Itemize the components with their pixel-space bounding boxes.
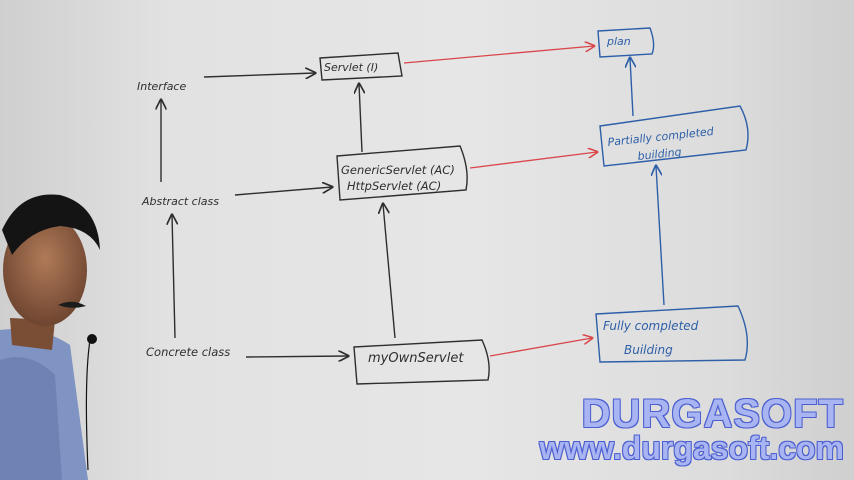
fully-line1: Fully completed	[603, 319, 699, 333]
myown-servlet-box	[353, 339, 490, 385]
generic-servlet-box	[336, 145, 468, 201]
partial-line1: Partially completed	[607, 125, 715, 149]
presenter-face	[3, 214, 87, 326]
partial-line2: building	[637, 145, 682, 163]
red-arrow-myown-to-fully	[489, 338, 592, 357]
myown-servlet-label: myOwnServlet	[368, 351, 464, 366]
plan-box	[597, 27, 655, 58]
generic-servlet-label: GenericServlet (AC)	[341, 163, 455, 177]
presenter-moustache	[58, 301, 86, 308]
presenter-hair	[2, 194, 100, 255]
concrete-class-label: Concrete class	[146, 345, 230, 359]
presenter-mic	[87, 334, 97, 344]
red-arrow-servlet-to-plan	[403, 46, 594, 64]
arrow-concrete-to-abstract	[172, 215, 175, 339]
partial-building-box	[599, 105, 749, 167]
arrow-generic-to-servlet	[359, 84, 362, 153]
arrow-concrete-to-myown	[245, 356, 348, 357]
fully-building-box	[595, 305, 748, 363]
http-servlet-label: HttpServlet (AC)	[347, 179, 441, 193]
presenter-neck	[10, 318, 55, 350]
arrow-interface-to-servlet	[203, 73, 315, 77]
plan-label: plan	[606, 35, 631, 48]
abstract-class-label: Abstract class	[141, 195, 219, 208]
blue-arrow-partial-to-plan	[630, 58, 633, 117]
watermark-title: DURGASOFT	[581, 392, 844, 436]
presenter-shirt-shadow	[0, 357, 62, 480]
watermark-url: www.durgasoft.com	[539, 430, 844, 466]
presenter-mic-wire	[85, 339, 91, 471]
interface-label: Interface	[137, 80, 186, 93]
servlet-box	[319, 52, 403, 81]
blue-arrow-fully-to-partial	[656, 166, 665, 306]
arrow-abstract-to-generic	[234, 187, 332, 196]
servlet-box-label: Servlet (I)	[324, 61, 378, 74]
fully-line2: Building	[624, 343, 673, 357]
red-arrow-generic-to-partial	[469, 152, 597, 169]
arrow-myown-to-generic	[383, 204, 396, 339]
presenter	[0, 194, 100, 480]
